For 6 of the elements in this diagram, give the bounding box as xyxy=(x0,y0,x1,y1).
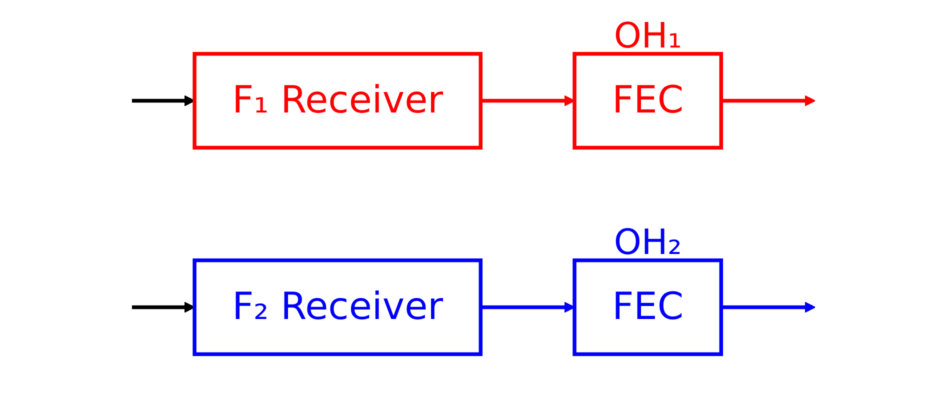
arrow xyxy=(721,302,816,313)
node-box: FEC xyxy=(572,52,724,150)
node-box: F₂ Receiver xyxy=(192,258,483,356)
node-box: F₁ Receiver xyxy=(192,52,483,150)
node-box: FEC xyxy=(572,258,724,356)
arrow xyxy=(721,95,816,106)
